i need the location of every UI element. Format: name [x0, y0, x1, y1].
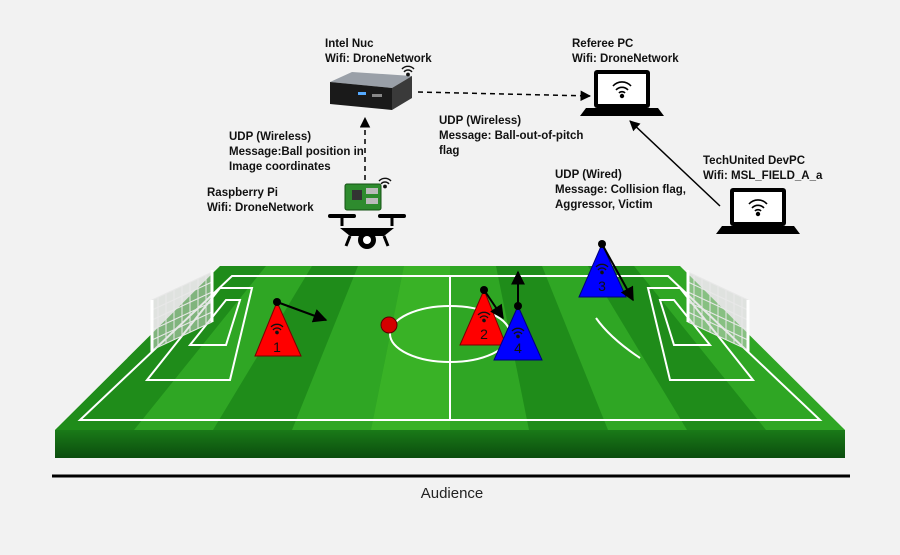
goal-icon — [686, 270, 750, 352]
wifi-icon — [401, 65, 415, 77]
field-front-edge — [55, 430, 845, 458]
wifi-icon — [511, 327, 525, 339]
robot-3: 3 — [578, 240, 634, 302]
svg-text:UDP (Wireless): UDP (Wireless) — [229, 131, 311, 143]
laptop-icon — [716, 188, 800, 234]
audience-label: Audience — [421, 485, 484, 502]
svg-text:UDP (Wireless): UDP (Wireless) — [439, 115, 521, 127]
svg-text:flag: flag — [439, 145, 459, 157]
raspberry-pi-wifi: Wifi: DroneNetwork — [207, 202, 314, 214]
robot-1: 1 — [254, 298, 328, 357]
svg-text:Message: Ball-out-of-pitch: Message: Ball-out-of-pitch — [439, 130, 583, 142]
drone-icon — [328, 214, 406, 249]
ball — [380, 316, 398, 334]
label-udp-devpc-referee: UDP (Wired) Message: Collision flag, Agg… — [555, 169, 686, 211]
label-udp-nuc-referee: UDP (Wireless) Message: Ball-out-of-pitc… — [439, 115, 583, 157]
raspberry-pi-icon — [344, 177, 392, 211]
wifi-icon — [270, 323, 284, 335]
label-udp-pi-nuc: UDP (Wireless) Message:Ball position in … — [229, 131, 364, 173]
robot-number: 4 — [514, 340, 522, 356]
robot-number: 1 — [273, 339, 281, 355]
intel-nuc-icon — [330, 65, 415, 110]
wifi-icon — [378, 177, 392, 189]
intel-nuc-wifi: Wifi: DroneNetwork — [325, 53, 432, 65]
robot-number: 3 — [598, 278, 606, 294]
soccer-field — [55, 266, 845, 458]
goal-icon — [150, 270, 214, 352]
arrow-devpc-to-referee — [629, 120, 721, 207]
wifi-icon — [477, 311, 491, 323]
arrow-nuc-to-referee — [417, 90, 592, 102]
svg-text:UDP (Wired): UDP (Wired) — [555, 169, 622, 181]
robot-4: 4 — [493, 270, 543, 361]
devpc-wifi: Wifi: MSL_FIELD_A_a — [703, 170, 823, 182]
devpc-title: TechUnited DevPC — [703, 155, 805, 167]
wifi-icon — [612, 81, 632, 99]
referee-pc-title: Referee PC — [572, 38, 633, 50]
svg-text:Message: Collision flag,: Message: Collision flag, — [555, 184, 686, 196]
referee-pc-wifi: Wifi: DroneNetwork — [572, 53, 679, 65]
robot-2: 2 — [459, 286, 507, 346]
svg-text:Image coordinates: Image coordinates — [229, 161, 331, 173]
robot-number: 2 — [480, 326, 488, 342]
raspberry-pi-title: Raspberry Pi — [207, 187, 278, 199]
intel-nuc-title: Intel Nuc — [325, 38, 374, 50]
laptop-icon — [580, 70, 664, 116]
svg-text:Aggressor, Victim: Aggressor, Victim — [555, 199, 653, 211]
svg-text:Message:Ball position in: Message:Ball position in — [229, 146, 364, 158]
wifi-icon — [595, 263, 609, 275]
wifi-icon — [748, 199, 768, 217]
